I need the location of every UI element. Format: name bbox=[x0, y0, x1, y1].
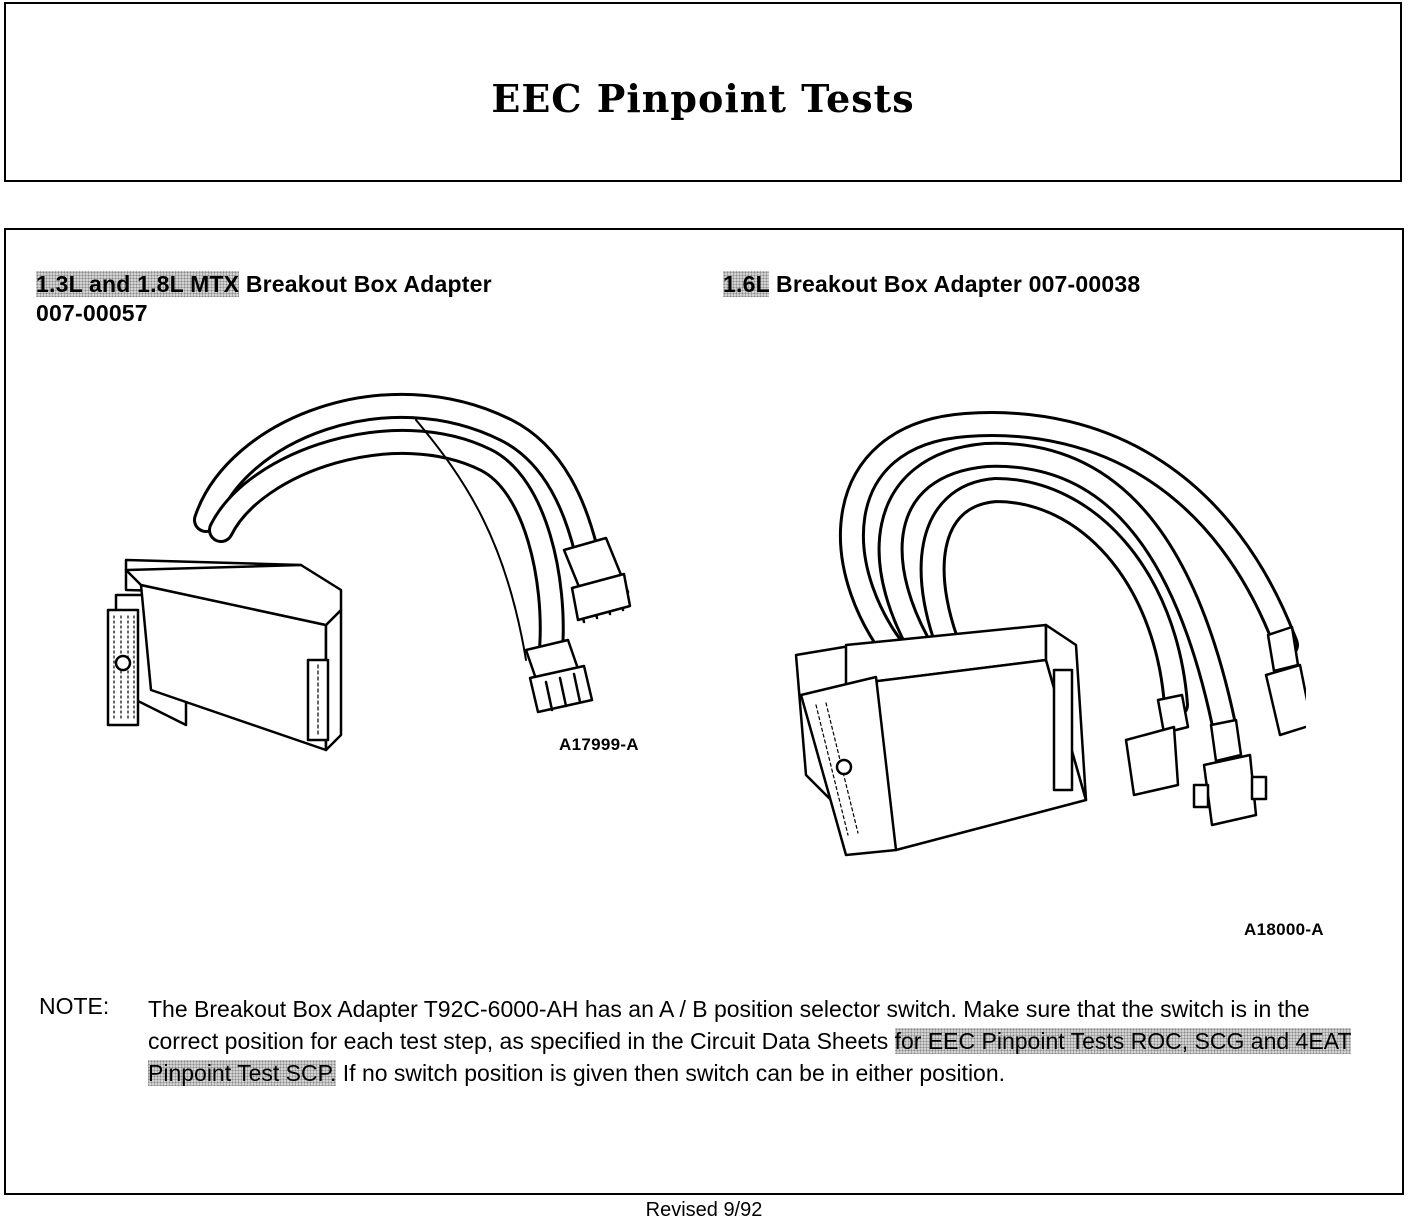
revision-footer: Revised 9/92 bbox=[645, 1199, 763, 1221]
note-label: NOTE: bbox=[39, 993, 110, 1019]
adapter-1-heading: 1.3L and 1.8L MTX Breakout Box Adapter 0… bbox=[36, 270, 636, 328]
adapter-2-connector-a bbox=[1264, 625, 1306, 737]
adapter-2-connector-c bbox=[1124, 693, 1190, 797]
adapter-1-connector-b bbox=[524, 638, 594, 714]
adapter-1-heading-text: Breakout Box Adapter bbox=[239, 271, 492, 297]
adapter-2-heading: 1.6L Breakout Box Adapter 007-00038 bbox=[723, 270, 1363, 299]
title-box: EEC Pinpoint Tests bbox=[4, 2, 1402, 182]
note-text-end: If no switch position is given then swit… bbox=[336, 1060, 1006, 1086]
adapter-2-heading-text: Breakout Box Adapter 007-00038 bbox=[769, 271, 1141, 297]
note-text: The Breakout Box Adapter T92C-6000-AH ha… bbox=[148, 993, 1378, 1089]
adapter-2-box bbox=[794, 623, 1088, 857]
adapter-1-box bbox=[106, 558, 343, 752]
adapter-2-cables bbox=[838, 411, 1299, 748]
page-title: EEC Pinpoint Tests bbox=[491, 76, 915, 121]
adapter-1-connector-a bbox=[562, 536, 632, 624]
adapter-1-heading-highlight: 1.3L and 1.8L MTX bbox=[36, 271, 240, 297]
adapter-1-figure-code: A17999-A bbox=[559, 735, 639, 754]
adapter-2-figure-code: A18000-A bbox=[1244, 920, 1324, 939]
content-box: 1.3L and 1.8L MTX Breakout Box Adapter 0… bbox=[4, 228, 1404, 1195]
note-text-start: The Breakout Box Adapter T92C-6000-AH ha… bbox=[148, 996, 1310, 1054]
adapter-2-heading-highlight: 1.6L bbox=[723, 271, 770, 297]
adapter-2-connector-b bbox=[1192, 718, 1268, 827]
adapter-2-illustration bbox=[794, 411, 1306, 857]
adapter-1-illustration bbox=[106, 392, 632, 752]
adapter-1-cables bbox=[193, 392, 599, 663]
adapter-1-part-number: 007-00057 bbox=[36, 300, 148, 326]
